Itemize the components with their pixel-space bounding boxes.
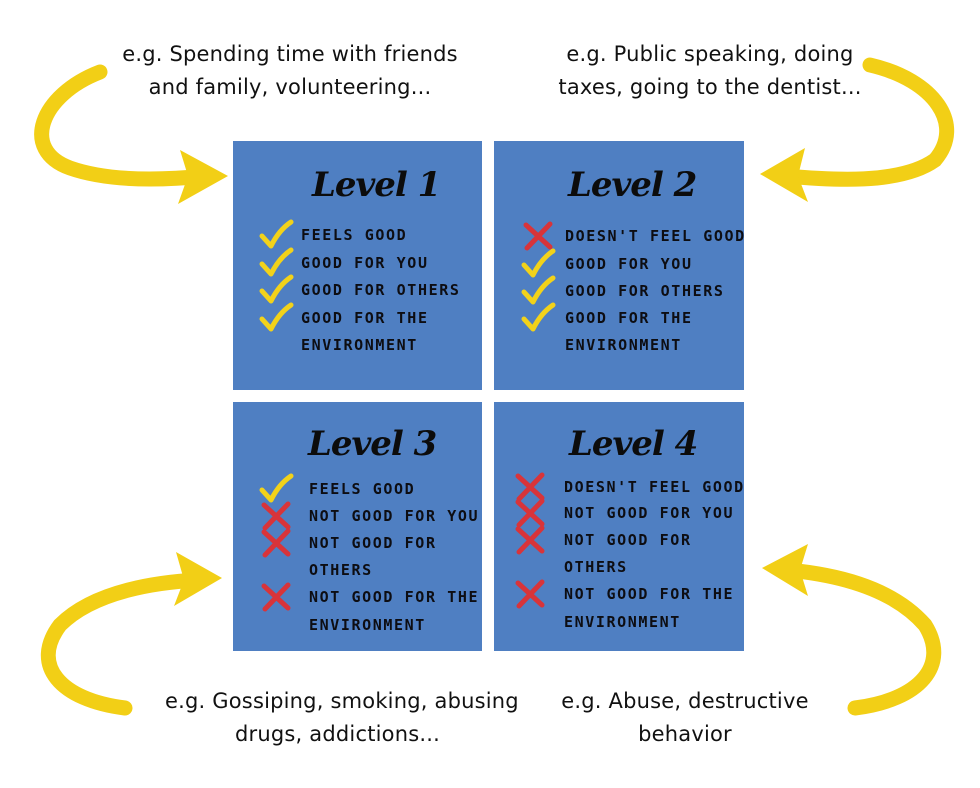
cross-icon xyxy=(515,579,545,609)
check-icon xyxy=(521,275,556,305)
cross-icon xyxy=(261,501,291,531)
level-item-text: GOOD FOR YOU xyxy=(565,255,693,273)
level-item-text: FEELS GOOD xyxy=(301,226,408,244)
level-item-text: ENVIRONMENT xyxy=(564,613,681,631)
cross-icon xyxy=(261,528,291,558)
annotation-line: e.g. Spending time with friends xyxy=(122,42,458,66)
annotation-line: behavior xyxy=(638,722,732,746)
level-title: Level 2 xyxy=(568,165,697,205)
cross-icon xyxy=(515,472,545,502)
annotation-bottom-right: e.g. Abuse, destructive behavior xyxy=(520,685,850,751)
level-item-text: NOT GOOD FOR THE xyxy=(564,585,735,603)
level-3-quadrant xyxy=(233,402,482,651)
check-icon xyxy=(259,274,294,304)
cross-icon xyxy=(515,498,545,528)
level-item-text: OTHERS xyxy=(564,558,628,576)
check-icon xyxy=(259,219,294,249)
annotation-top-left: e.g. Spending time with friends and fami… xyxy=(120,38,460,104)
annotation-bottom-left: e.g. Gossiping, smoking, abusing drugs, … xyxy=(165,685,519,751)
level-title: Level 3 xyxy=(308,424,437,464)
annotation-line: e.g. Gossiping, smoking, abusing xyxy=(165,689,519,713)
cross-icon xyxy=(515,525,545,555)
arrow-bottom-right-icon xyxy=(762,544,942,716)
level-item-text: NOT GOOD FOR YOU xyxy=(564,504,735,522)
level-item-text: DOESN'T FEEL GOOD xyxy=(565,227,746,245)
check-icon xyxy=(521,248,556,278)
level-item-text: ENVIRONMENT xyxy=(565,336,682,354)
level-item-text: ENVIRONMENT xyxy=(301,336,418,354)
level-item-text: NOT GOOD FOR THE xyxy=(309,588,480,606)
arrow-top-right-icon xyxy=(760,57,954,202)
check-icon xyxy=(259,247,294,277)
level-item-text: GOOD FOR OTHERS xyxy=(301,281,461,299)
level-item-text: NOT GOOD FOR xyxy=(309,534,437,552)
level-item-text: FEELS GOOD xyxy=(309,480,416,498)
level-item-text: NOT GOOD FOR YOU xyxy=(309,507,480,525)
arrow-top-left-icon xyxy=(34,64,228,204)
check-icon xyxy=(259,473,294,503)
cross-icon xyxy=(523,221,553,251)
annotation-top-right: e.g. Public speaking, doing taxes, going… xyxy=(540,38,880,104)
level-title: Level 4 xyxy=(569,424,698,464)
arrow-bottom-left-icon xyxy=(41,552,222,716)
annotation-line: drugs, addictions... xyxy=(235,722,440,746)
annotation-line: taxes, going to the dentist... xyxy=(558,75,862,99)
level-item-text: GOOD FOR THE xyxy=(565,309,693,327)
annotation-line: and family, volunteering... xyxy=(148,75,432,99)
annotation-line: e.g. Public speaking, doing xyxy=(566,42,854,66)
level-item-text: OTHERS xyxy=(309,561,373,579)
level-item-text: NOT GOOD FOR xyxy=(564,531,692,549)
level-item-text: GOOD FOR OTHERS xyxy=(565,282,725,300)
level-4-quadrant xyxy=(494,402,744,651)
level-title: Level 1 xyxy=(312,165,441,205)
check-icon xyxy=(259,302,294,332)
annotation-line: e.g. Abuse, destructive xyxy=(561,689,809,713)
level-item-text: DOESN'T FEEL GOOD xyxy=(564,478,745,496)
check-icon xyxy=(521,302,556,332)
level-item-text: GOOD FOR THE xyxy=(301,309,429,327)
level-item-text: ENVIRONMENT xyxy=(309,616,426,634)
level-item-text: GOOD FOR YOU xyxy=(301,254,429,272)
cross-icon xyxy=(261,582,291,612)
